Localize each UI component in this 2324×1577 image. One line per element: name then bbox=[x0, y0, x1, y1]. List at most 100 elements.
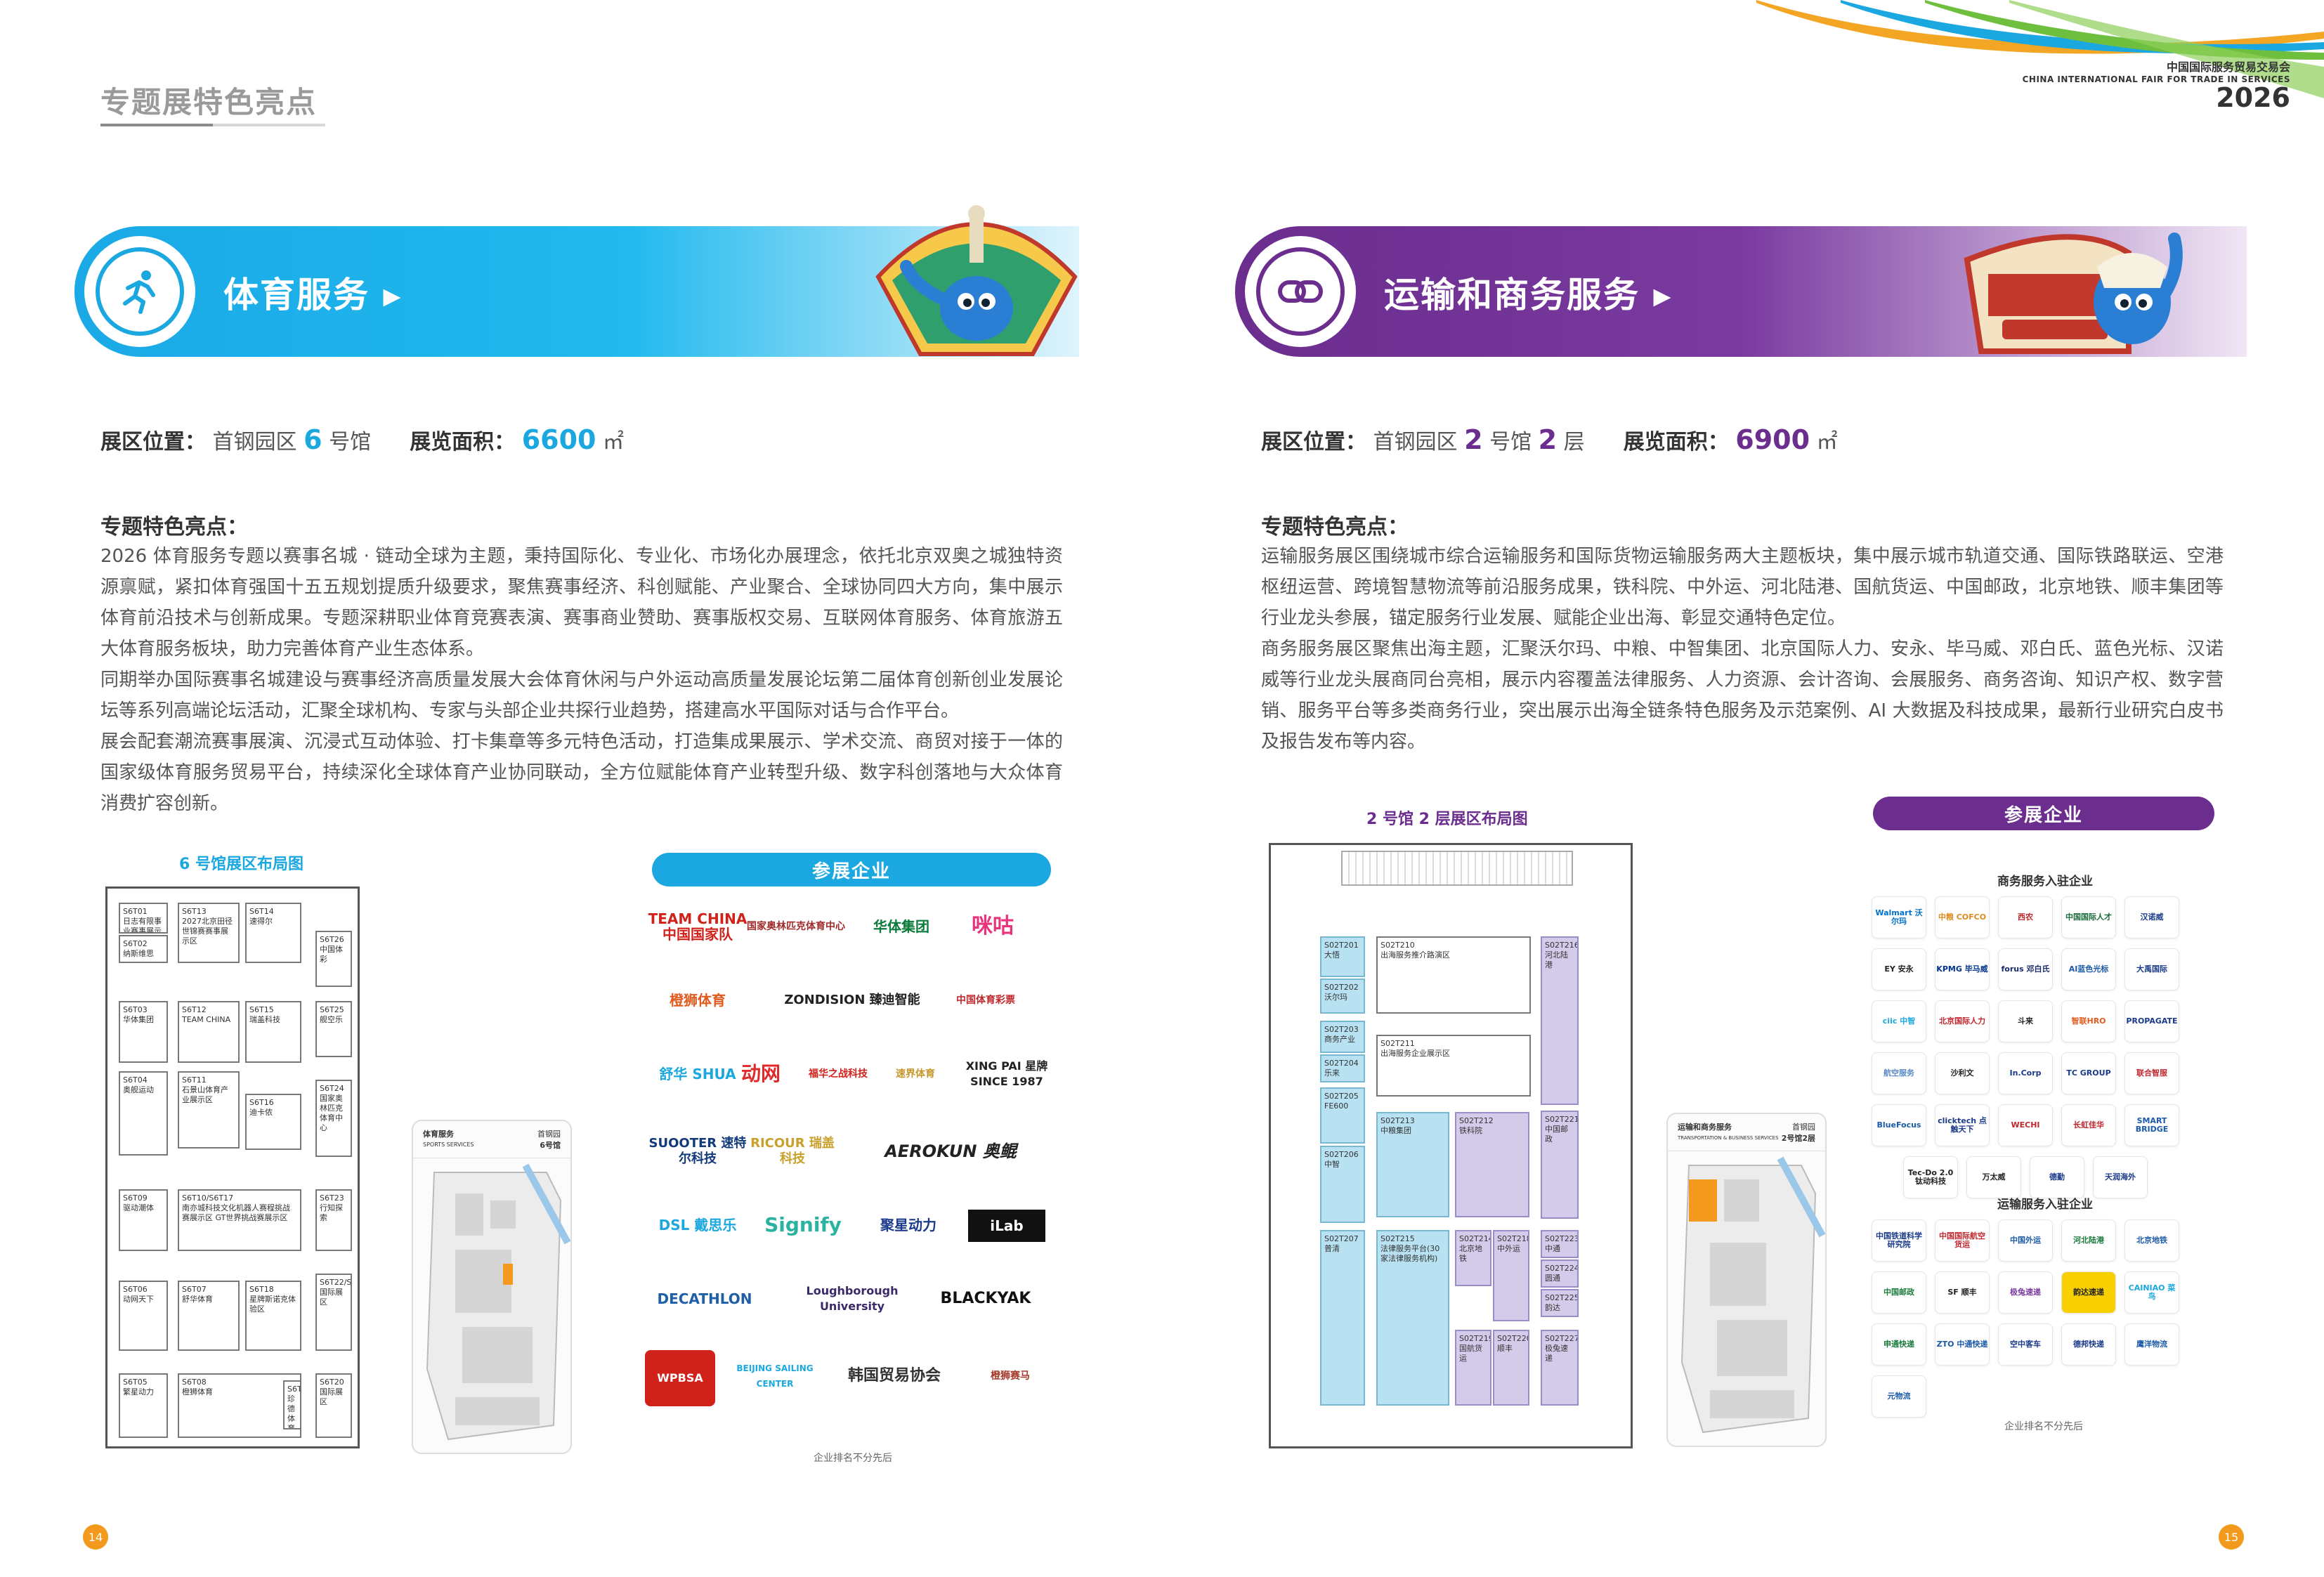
site-map bbox=[1680, 1156, 1825, 1434]
logo-dsl: DSL 戴思乐 bbox=[658, 1217, 737, 1234]
transport-para-1: 运输服务展区围绕城市综合运输服务和国际货物运输服务两大主题板块，集中展示城市轨道… bbox=[1261, 546, 2224, 629]
logo-team-china: TEAM CHINA 中国国家队 bbox=[648, 910, 748, 943]
logo-suooter: SUOOTER 速特尔科技 bbox=[648, 1136, 747, 1166]
loc-floor-number: 2 bbox=[1538, 424, 1558, 455]
transport-highlights-body: 运输服务展区围绕城市综合运输服务和国际货物运输服务两大主题板块，集中展示城市轨道… bbox=[1261, 541, 2224, 757]
loc-number: 6 bbox=[303, 424, 322, 455]
sports-info-row: 展区位置： 首钢园区 6 号馆 展览面积： 6600 ㎡ bbox=[100, 424, 624, 455]
sports-para-2: 同期举办国际赛事名城建设与赛事经济高质量发展大会体育休闲与户外运动高质量发展论坛… bbox=[100, 669, 1063, 721]
logo-ilab: iLab bbox=[968, 1210, 1045, 1242]
trans-logo: 极兔速递 bbox=[1998, 1271, 2053, 1314]
logo-chengshi: 橙狮体育 bbox=[670, 992, 726, 1009]
site-map bbox=[426, 1163, 570, 1441]
biz-logo: 西农 bbox=[1998, 896, 2053, 938]
logo-decathlon: DECATHLON bbox=[657, 1290, 752, 1307]
biz-logo: SMART BRIDGE bbox=[2124, 1104, 2179, 1146]
transport-exhibitors-title: 参展企业 bbox=[1873, 797, 2214, 830]
biz-logo: 北京国际人力 bbox=[1935, 1000, 1990, 1042]
transport-banner-title: 运输和商务服务 ▸ bbox=[1384, 275, 1673, 315]
transport-icon-ring bbox=[1245, 236, 1356, 347]
logo-huati: 华体集团 bbox=[873, 918, 929, 935]
area-unit: ㎡ bbox=[603, 430, 625, 454]
page-number-right: 15 bbox=[2219, 1524, 2244, 1550]
biz-logo: 长虹佳华 bbox=[2061, 1104, 2116, 1146]
biz-logo: clicktech 点触天下 bbox=[1935, 1104, 1990, 1146]
logo-blackyak: BLACKYAK bbox=[940, 1290, 1031, 1307]
link-icon bbox=[1278, 280, 1323, 303]
sports-plan-title: 6 号馆展区布局图 bbox=[179, 856, 303, 873]
logo-dongwang: 动网 bbox=[740, 1062, 781, 1085]
biz-logo: 智联HRO bbox=[2061, 1000, 2116, 1042]
biz-logo: EY 安永 bbox=[1872, 948, 1926, 990]
logo-loughborough: Loughborough University bbox=[806, 1284, 899, 1313]
trans-logo: 德邦快递 bbox=[2061, 1323, 2116, 1366]
trans-logo-grid: 中国铁道科学研究院 中国国际航空货运 中国外运 河北陆港 北京地铁 中国邮政 S… bbox=[1872, 1219, 2216, 1418]
trans-logo: 中国邮政 bbox=[1872, 1271, 1926, 1314]
sports-exhibitors-title: 参展企业 bbox=[652, 853, 1051, 886]
area-value: 6600 bbox=[521, 424, 596, 455]
biz-logo: KPMG 毕马威 bbox=[1935, 948, 1990, 990]
logo-xingpai: XING PAI 星牌 SINCE 1987 bbox=[965, 1059, 1048, 1088]
trans-logo: 北京地铁 bbox=[2124, 1219, 2179, 1262]
biz-logo: Tec-Do 2.0 钛动科技 bbox=[1903, 1156, 1958, 1198]
transport-info-row: 展区位置： 首钢园区 2 号馆 2 层 展览面积： 6900 ㎡ bbox=[1261, 424, 1838, 455]
logo-signify: Signify bbox=[764, 1213, 842, 1236]
brand-year: 2026 bbox=[2216, 82, 2290, 113]
transport-plan-title: 2 号馆 2 层展区布局图 bbox=[1366, 811, 1528, 828]
biz-logo: forus 邓白氏 bbox=[1998, 948, 2053, 990]
trans-logo: 申通快递 bbox=[1872, 1323, 1926, 1366]
transport-para-2: 商务服务展区聚焦出海主题，汇聚沃尔玛、中粮、中智集团、北京国际人力、安永、毕马威… bbox=[1261, 639, 2224, 752]
biz-logo: 大禹国际 bbox=[2124, 948, 2179, 990]
trans-logo: 鹰洋物流 bbox=[2124, 1323, 2179, 1366]
trans-logo: CAINIAO 菜鸟 bbox=[2124, 1271, 2179, 1314]
biz-logo: 德勤 bbox=[2030, 1156, 2084, 1198]
biz-logo: 万太威 bbox=[1966, 1156, 2021, 1198]
logo-kita: 韩国贸易协会 bbox=[847, 1367, 941, 1385]
trans-logo: 中国铁道科学研究院 bbox=[1872, 1219, 1926, 1262]
sports-para-3: 展会配套潮流赛事展演、沉浸式互动体验、打卡集章等多元特色活动，打造集成果展示、学… bbox=[100, 731, 1063, 814]
loc-label: 展区位置： bbox=[1261, 430, 1366, 454]
logo-china-lottery: 中国体育彩票 bbox=[956, 995, 1015, 1006]
sports-logo-grid: TEAM CHINA 中国国家队 国家奥林匹克体育中心 华体集团 咪咕 橙狮体育… bbox=[645, 901, 1059, 1448]
sports-para-1: 2026 体育服务专题以赛事名城 · 链动全球为主题，秉持国际化、专业化、市场化… bbox=[100, 546, 1063, 660]
transport-mascot-badge bbox=[1964, 233, 2183, 354]
logo-shuhua: 舒华 SHUA bbox=[659, 1066, 736, 1082]
logo-migu: 咪咕 bbox=[972, 914, 1014, 938]
loc-text: 首钢园区 bbox=[1373, 430, 1458, 454]
biz-logo: 沙利文 bbox=[1935, 1052, 1990, 1094]
biz-logo: ciic 中智 bbox=[1872, 1000, 1926, 1042]
sports-mascot-badge bbox=[875, 205, 1078, 356]
biz-logo: In.Corp bbox=[1998, 1052, 2053, 1094]
trans-logo: SF 顺丰 bbox=[1935, 1271, 1990, 1314]
booth: S6T22/S6T21国际展区 bbox=[315, 1274, 352, 1351]
transport-note: 企业排名不分先后 bbox=[2004, 1421, 2083, 1432]
